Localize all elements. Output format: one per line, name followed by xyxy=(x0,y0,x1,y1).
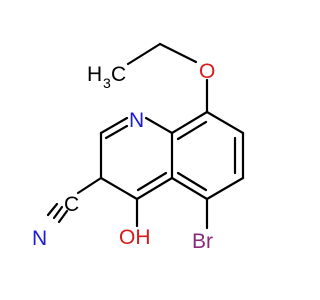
ring-nitrogen-label: N xyxy=(129,109,144,132)
bond-c5-c4a xyxy=(170,176,209,201)
bond-c4-c4a xyxy=(135,176,174,201)
bond-c3-cn xyxy=(76,176,103,195)
methyl-c-label: C xyxy=(111,63,126,86)
methyl-h-label: H xyxy=(87,63,102,86)
bond-nitrile-3 xyxy=(57,209,69,224)
structure-drawing: H 3 C O N C N OH Br xyxy=(32,42,245,253)
bond-c6-c5 xyxy=(205,176,245,201)
bond-c8a-c8 xyxy=(170,110,209,135)
bonds xyxy=(46,42,245,230)
atom-labels: H 3 C O N C N OH Br xyxy=(32,60,215,253)
molecule-diagram: H 3 C O N C N OH Br xyxy=(32,42,245,253)
bond-methyl-methylene xyxy=(126,42,162,66)
bond-c5-c4a-inner xyxy=(176,171,208,192)
methyl-subscript-label: 3 xyxy=(103,75,111,91)
bond-c3-c4 xyxy=(99,176,139,201)
bond-nitrile-1 xyxy=(52,205,64,220)
bromine-label: Br xyxy=(192,230,213,253)
bond-c8a-n1 xyxy=(144,116,174,135)
bond-c4-c4a-inner xyxy=(136,171,168,192)
bond-n1-c2-inner xyxy=(104,124,129,140)
bond-n1-c2 xyxy=(99,116,129,135)
hydroxyl-label: OH xyxy=(119,226,151,249)
nitrile-carbon-label: C xyxy=(64,193,79,216)
bond-nitrile-2 xyxy=(46,202,59,217)
bond-c8a-c8-inner xyxy=(176,120,208,141)
bond-c8-c7 xyxy=(205,110,245,135)
ether-oxygen-label: O xyxy=(199,60,215,83)
nitrile-nitrogen-label: N xyxy=(32,227,47,250)
bond-methylene-oxygen xyxy=(158,42,198,64)
